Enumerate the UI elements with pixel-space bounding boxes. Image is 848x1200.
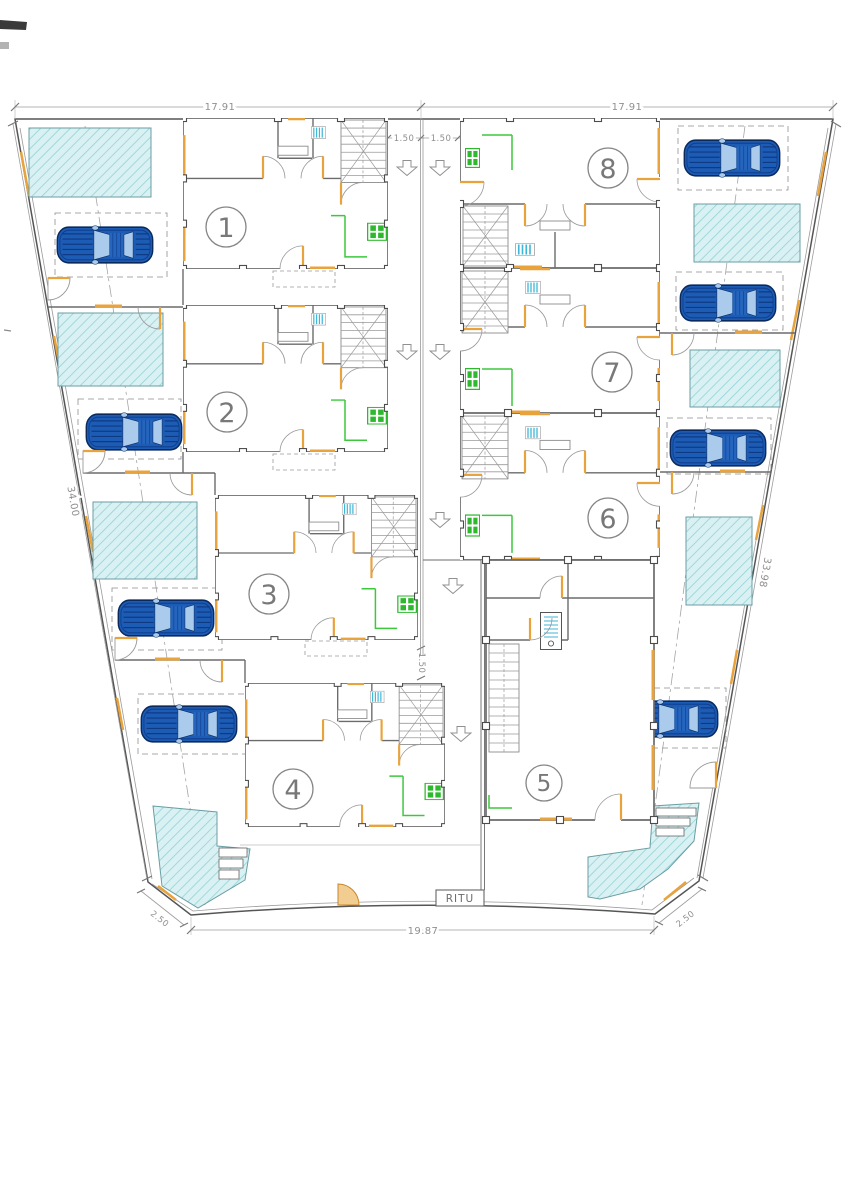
unit-4-building xyxy=(242,680,449,831)
unit-6-badge xyxy=(587,497,629,539)
unit-1-number: 1 xyxy=(217,213,234,244)
left-yard-walls xyxy=(48,269,246,683)
dimension-annotations: 17.91 17.91 1.50 1.50 34.00 33.98 1.50 1… xyxy=(7,100,842,940)
unit-buildings xyxy=(180,114,664,830)
left-yards xyxy=(28,125,251,909)
dim-top-left: 17.91 xyxy=(205,102,236,113)
unit-5-badge xyxy=(525,764,563,802)
unit-5-number: 5 xyxy=(537,771,552,797)
pool-steps-left xyxy=(218,847,248,880)
parking-space-1 xyxy=(54,212,168,278)
unit-7-building xyxy=(457,265,664,417)
right-boundary-gate xyxy=(689,761,718,789)
unit-4-number: 4 xyxy=(284,775,301,806)
unit-3-number: 3 xyxy=(260,580,277,611)
main-gate-door xyxy=(337,883,360,906)
car-icon-4 xyxy=(140,704,238,744)
unit-8-badge xyxy=(587,147,629,189)
central-corridor: RITU xyxy=(240,119,528,907)
unit-2-number: 2 xyxy=(218,398,235,429)
porches xyxy=(272,270,368,657)
dim-corridor-mid: 1.50 xyxy=(416,653,426,674)
utility-box xyxy=(435,889,485,907)
parking-space-7 xyxy=(675,271,784,331)
unit-6-building xyxy=(457,409,664,563)
utility-box-label: RITU xyxy=(446,893,475,905)
parking-space-6 xyxy=(666,417,772,475)
pool-unit-8 xyxy=(693,203,801,263)
driveway-centerline-right xyxy=(641,125,746,906)
pool-unit-5 xyxy=(587,802,700,900)
unit-2-building xyxy=(180,302,392,456)
pool-unit-1 xyxy=(28,127,152,198)
car-icon-8 xyxy=(683,138,781,178)
unit-number-labels: 1 2 3 4 5 6 7 8 xyxy=(216,153,622,808)
unit-number-badges xyxy=(205,147,633,810)
scan-artifacts xyxy=(0,20,27,332)
car-icon-2 xyxy=(85,412,183,452)
car-icon-7 xyxy=(679,283,777,323)
pool-unit-2 xyxy=(57,312,164,387)
car-icon-6 xyxy=(669,428,767,468)
unit-3-badge xyxy=(248,573,290,615)
unit-4-badge xyxy=(272,768,314,810)
left-boundary-gates xyxy=(47,276,138,661)
pool-unit-7 xyxy=(689,349,781,408)
dim-corridor-right: 1.50 xyxy=(431,134,452,144)
dim-bottom: 19.87 xyxy=(408,926,439,937)
unit-6-number: 6 xyxy=(599,504,616,535)
water-heater-icon xyxy=(540,612,562,650)
pool-unit-3 xyxy=(92,501,198,580)
unit-5-building xyxy=(481,555,659,825)
car-icon-3 xyxy=(117,598,215,638)
pool-unit-6 xyxy=(685,516,753,606)
car-icon-1 xyxy=(56,225,154,265)
unit-7-number: 7 xyxy=(603,358,620,389)
dim-corridor-left: 1.50 xyxy=(394,134,415,144)
parking-space-8 xyxy=(677,125,789,191)
right-yard-walls xyxy=(660,330,795,495)
unit-1-badge xyxy=(205,206,247,248)
unit-8-building xyxy=(457,115,664,272)
dim-top-right: 17.91 xyxy=(612,102,643,113)
pool-unit-4 xyxy=(152,805,251,909)
unit-7-badge xyxy=(591,351,633,393)
unit-1-building xyxy=(180,114,392,272)
unit-8-number: 8 xyxy=(599,154,616,185)
unit-2-badge xyxy=(206,391,248,433)
unit-3-building xyxy=(212,492,422,644)
